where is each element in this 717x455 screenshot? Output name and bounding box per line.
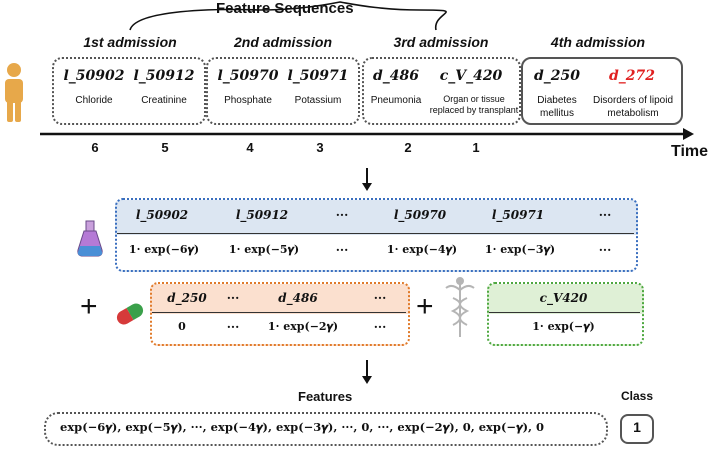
caduceus-icon (445, 277, 475, 337)
class-box (620, 414, 654, 444)
admission-label-1: 1st admission (83, 34, 177, 50)
procedure-header: c_V420 (539, 291, 588, 305)
lab-table-divider (117, 233, 634, 234)
diagnosis-header: ··· (226, 291, 240, 305)
class-label: Class (621, 389, 654, 403)
diagnosis-header: d_250 (167, 291, 207, 305)
time-label: Time (671, 143, 709, 160)
lab-header: ··· (598, 208, 612, 222)
code-l-50912: l_50912 (133, 68, 195, 84)
lab-value: 1· exp(−4𝜸) (386, 243, 458, 256)
admission-label-3: 3rd admission (393, 34, 489, 50)
desc-chloride: Chloride (75, 95, 113, 106)
desc-pneumonia: Pneumonia (370, 95, 422, 106)
diagnosis-header: ··· (373, 291, 387, 305)
diagnosis-value: 1· exp(−2𝜸) (267, 320, 339, 333)
diagnosis-table (150, 282, 410, 346)
plus-sign: + (416, 290, 434, 323)
desc-potassium: Potassium (294, 95, 342, 106)
admission-label-2: 2nd admission (233, 34, 333, 50)
admission-label-4: 4th admission (550, 34, 646, 50)
class-value: 1 (633, 419, 641, 435)
feature-sequences-title: Feature Sequences (216, 0, 354, 17)
order-number: 2 (404, 140, 412, 155)
diagnosis-table-divider (152, 312, 406, 313)
feature-brace (129, 1, 447, 31)
lab-header: l_50971 (491, 208, 545, 222)
desc-creatinine: Creatinine (141, 95, 187, 106)
desc-lipoid: Disorders of lipoid metabolism (592, 95, 674, 119)
order-number: 6 (91, 140, 99, 155)
procedure-table (487, 282, 644, 346)
diagnosis-value: 0 (178, 320, 186, 333)
diagnosis-value: ··· (226, 320, 240, 334)
lab-header: ··· (335, 208, 349, 222)
lab-header: l_50912 (235, 208, 289, 222)
features-box (44, 412, 608, 446)
admission-box-3 (362, 57, 521, 125)
desc-organ-transplant: Organ or tissue replaced by transplant (429, 94, 519, 115)
diagnosis-header: d_486 (278, 291, 318, 305)
person-icon (5, 63, 23, 122)
features-label: Features (298, 389, 353, 404)
lab-header: l_50902 (135, 208, 189, 222)
plus-sign: + (80, 290, 98, 323)
order-number: 5 (161, 140, 169, 155)
desc-diabetes: Diabetes mellitus (537, 95, 577, 119)
order-number: 4 (246, 140, 254, 155)
lab-value: 1· exp(−5𝜸) (228, 243, 300, 256)
admission-box-1 (52, 57, 206, 125)
order-number: 3 (316, 140, 324, 155)
features-text: exp(−6𝜸), exp(−5𝜸), ···, exp(−4𝜸), exp(−… (60, 420, 545, 434)
procedure-value: 1· exp(−𝜸) (532, 320, 595, 333)
timeline-arrowhead (683, 128, 694, 140)
code-d-486: d_486 (372, 68, 419, 84)
lab-value: ··· (335, 243, 349, 257)
diagnosis-value: ··· (373, 320, 387, 334)
code-c-v-420: c_V_420 (439, 68, 503, 84)
lab-value: ··· (598, 243, 612, 257)
order-number: 1 (472, 140, 480, 155)
code-l-50971: l_50971 (287, 68, 349, 84)
admission-box-2 (206, 57, 360, 125)
code-d-272: d_272 (608, 68, 655, 84)
procedure-table-divider (489, 312, 640, 313)
pill-icon (116, 303, 144, 325)
admission-box-4 (521, 57, 683, 125)
desc-phosphate: Phosphate (224, 95, 272, 106)
lab-value: 1· exp(−6𝜸) (128, 243, 200, 256)
code-d-250: d_250 (533, 68, 580, 84)
lab-header: l_50970 (393, 208, 447, 222)
code-l-50970: l_50970 (217, 68, 279, 84)
flask-icon (77, 220, 103, 257)
lab-table (115, 198, 638, 272)
code-l-50902: l_50902 (63, 68, 125, 84)
lab-value: 1· exp(−3𝜸) (484, 243, 556, 256)
